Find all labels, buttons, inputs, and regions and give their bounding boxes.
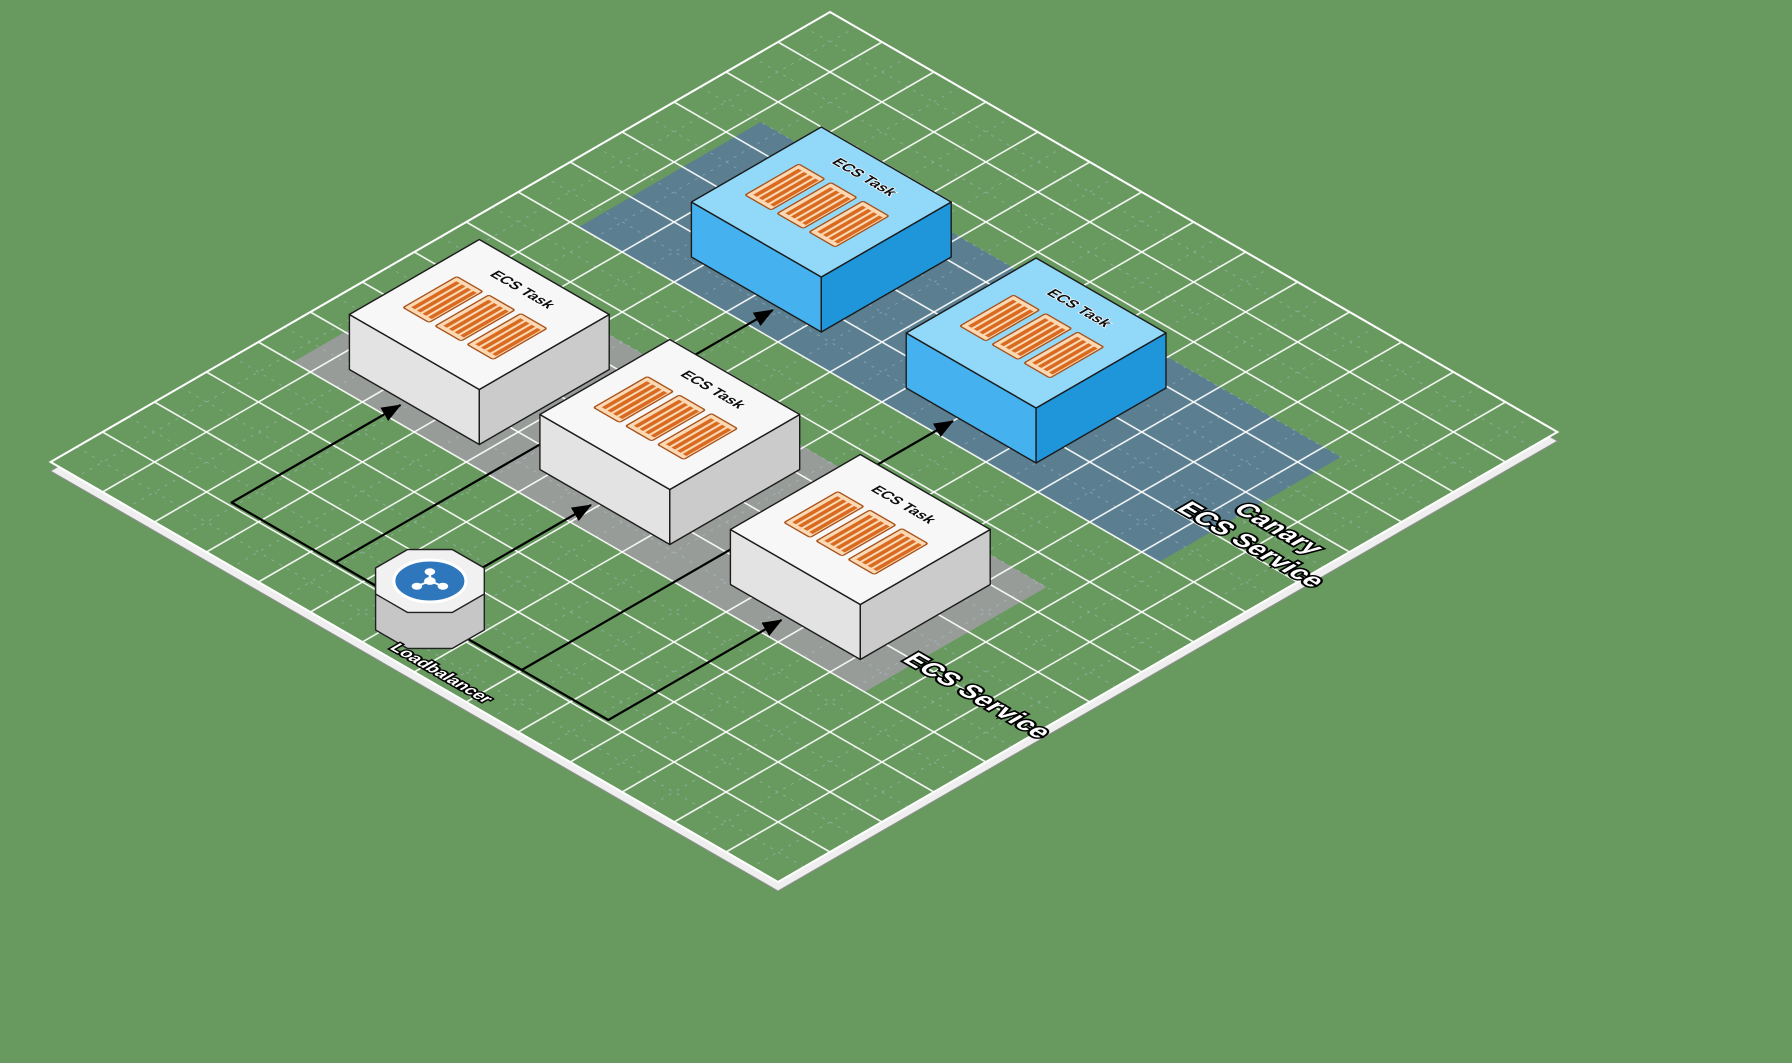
grid-line	[777, 431, 1558, 883]
grid-line	[647, 356, 1428, 808]
ecs-task-box-1: ECS Task	[348, 238, 610, 446]
grid-line	[128, 56, 909, 508]
canary-task-box-2: ECS Task	[905, 257, 1167, 464]
grid-line	[699, 386, 1480, 838]
grid-line	[621, 341, 1402, 793]
grid-line	[440, 236, 1220, 688]
grid-minor	[76, 26, 1532, 868]
canary-task-box-1: ECS Task	[690, 126, 952, 333]
grid-line	[673, 371, 1454, 823]
grid-line	[725, 401, 1506, 853]
grid-line	[595, 326, 1376, 778]
grid-line	[76, 26, 857, 478]
ecs-task-box-2: ECS Task	[539, 338, 801, 546]
grid-line	[50, 11, 831, 463]
grid-line	[336, 176, 1117, 628]
share-nodes-icon	[411, 568, 449, 590]
loadbalancer	[374, 548, 485, 650]
grid-line	[543, 296, 1324, 748]
grid-line	[180, 86, 961, 538]
grid-line	[232, 116, 1013, 568]
grid-line	[751, 416, 1532, 868]
grid-line	[284, 146, 1065, 598]
grid-line	[492, 266, 1272, 718]
grid-line	[388, 206, 1168, 658]
